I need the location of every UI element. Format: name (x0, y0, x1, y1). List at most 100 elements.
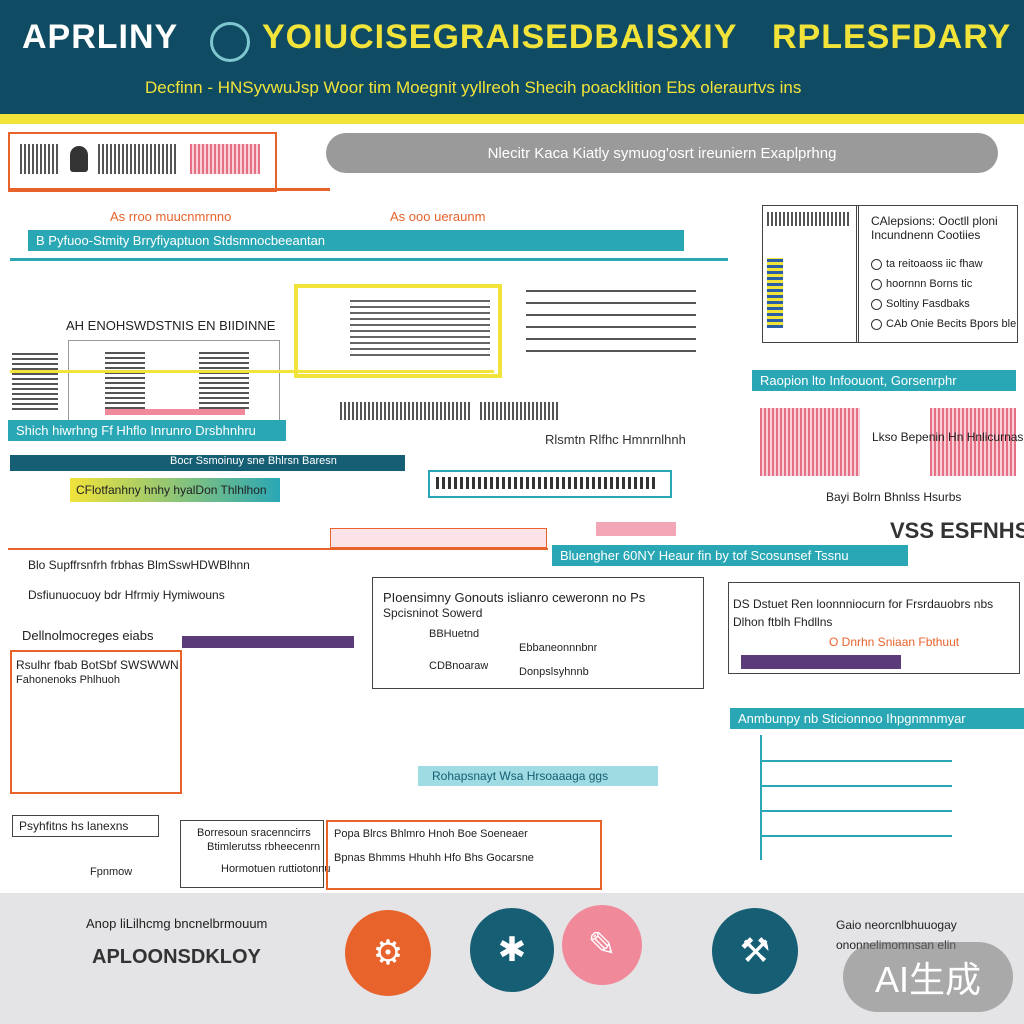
globe-icon (210, 22, 250, 62)
center-panel: PIoensimny Gonouts islianro ceweronn no … (372, 577, 704, 689)
text-block (767, 212, 851, 226)
text-line: Blo Supffrsnfrh frbhas BlmSswHDWBlhnn (28, 558, 250, 572)
text-block (98, 144, 178, 174)
right-thumb-panel (762, 205, 859, 343)
connector-line (762, 835, 952, 837)
section-bar: Anmbunpy nb Sticionnoo Ihpgnmnmyar (730, 708, 1024, 729)
machine-icon: ⚒ (712, 908, 798, 994)
text-line: Popa Blrcs Bhlmro Hnoh Boe Soeneaer (334, 828, 528, 840)
pink-box (330, 528, 547, 548)
barcode-graphic (480, 402, 560, 420)
left-box: Rsulhr fbab BotSbf SWSWWN Fahonenoks Phl… (10, 650, 182, 794)
text-line: Dlhon ftblh Fhdllns (733, 615, 833, 629)
connector-line (760, 735, 762, 860)
header-rule (0, 114, 1024, 124)
list-item[interactable]: ta reitoaoss iic fhaw (871, 258, 983, 271)
footer-caption: Anop liLilhcmg bncnelbrmouum (86, 916, 268, 931)
barcode-graphic (20, 144, 60, 174)
text-block (12, 350, 58, 410)
panel-subtitle: Spcisninot Sowerd (383, 606, 483, 620)
pink-chart (760, 408, 860, 476)
list-title: CAlepsions: Ooctll ploni Incundnenn Coot… (871, 214, 998, 243)
footer-text: Gaio neorcnlbhuuogay (836, 918, 957, 932)
text-line: Fpnmow (90, 866, 133, 878)
section-heading: As rroo muucnmrnno (110, 209, 232, 224)
pink-chart (930, 408, 1016, 476)
list-item: Ebbaneonnnbnr (519, 642, 598, 654)
list-item: Donpslsyhnnb (519, 666, 589, 678)
list-item[interactable]: CAb Onie Becits Bpors ble (871, 318, 1016, 331)
text-line: Psyhfitns hs lanexns (19, 819, 129, 833)
header-banner (0, 0, 1024, 114)
text-line: DS Dstuet Ren loonnniocurn for Frsrdauob… (733, 597, 994, 611)
connector-line (762, 760, 952, 762)
text-line: Hormotuen ruttiotonnu (221, 863, 331, 875)
pink-accent (596, 522, 676, 536)
text-line: O Dnrhn Sniaan Fbthuut (829, 635, 960, 649)
purple-bar (741, 655, 901, 669)
section-bar-label: Shich hiwrhng Ff Hhflo Inrunro Drsbhnhru (16, 423, 256, 438)
panel-title: PIoensimny Gonouts islianro ceweronn no … (383, 590, 646, 605)
header-subtitle: Decfinn - HNSyvwuJsp Woor tim Moegnit yy… (145, 78, 802, 97)
bulb-icon (70, 146, 88, 172)
text-line: Lkso Bepenin Hn Hnlicurnas (872, 430, 1024, 444)
accent-bar (105, 409, 245, 415)
search-bar[interactable]: Nlecitr Kaca Kiatly symuog'osrt ireunier… (326, 133, 998, 173)
title-center: YOIUCISEGRAISEDBAISXIY (262, 18, 738, 56)
right-list-panel: CAlepsions: Ooctll ploni Incundnenn Coot… (856, 205, 1018, 343)
text-line: Fahonenoks Phlhuoh (16, 674, 120, 686)
list-item[interactable]: Soltiny Fasdbaks (871, 298, 970, 311)
bar-graphic (199, 349, 249, 409)
text-line: Rsulhr fbab BotSbf SWSWWN (16, 658, 179, 672)
title-right: RPLESFDARY (772, 18, 1012, 56)
center-bottom-panel: Popa Blrcs Bhlmro Hnoh Boe Soeneaer Bpna… (326, 820, 602, 890)
chart-figure (68, 340, 280, 422)
right-mid-panel: DS Dstuet Ren loonnniocurn for Frsrdauob… (728, 582, 1020, 674)
text-line: Btimlerutss rbheecenrn (207, 841, 321, 853)
list-item: CDBnoaraw (429, 660, 489, 672)
title-left: APRLINY (22, 18, 179, 56)
divider (8, 548, 548, 550)
text-line: Rlsmtn Rlfhc Hmnrnlhnh (545, 432, 686, 447)
connector-line (762, 785, 952, 787)
list-item: BBHuetnd (429, 628, 480, 640)
text-line: Bpnas Bhmms Hhuhh Hfo Bhs Gocarsne (334, 852, 534, 864)
figure-caption: AH ENOHSWDSTNIS EN BIIDINNE (66, 318, 276, 333)
color-strip (767, 258, 783, 328)
text-block (350, 296, 490, 356)
section-bar: Raopion lto Infoouont, Gorsenrphr (752, 370, 1016, 391)
left-bottom-box: Psyhfitns hs lanexns (12, 815, 159, 837)
divider (8, 188, 330, 191)
section-bar-label: Anmbunpy nb Sticionnoo Ihpgnmnmyar (738, 711, 966, 726)
section-bar-label: Raopion lto Infoouont, Gorsenrphr (760, 373, 957, 388)
divider (10, 370, 494, 373)
footer-brand: APLOONSDKLOY (92, 946, 261, 968)
text-line: Dsfiunuocuoy bdr Hfrmiy Hymiwouns (28, 588, 225, 602)
section-bar: B Pyfuoo-Stmity Brryfiyaptuon Stdsmnocbe… (28, 230, 684, 251)
sub-bar: Bocr Ssmoinuy sne Bhlrsn Baresn (10, 455, 405, 471)
section-bar-label: B Pyfuoo-Stmity Brryfiyaptuon Stdsmnocbe… (36, 233, 326, 248)
radio-icon (871, 258, 882, 270)
section-bar: Shich hiwrhng Ff Hhflo Inrunro Drsbhnhru (8, 420, 286, 441)
section-bar: Rohapsnayt Wsa Hrsoaaaga ggs (418, 766, 658, 786)
connector-line (762, 810, 952, 812)
barcode-graphic (340, 402, 470, 420)
tools-icon: ✎ (562, 905, 642, 985)
text-line: Borresoun sracenncirrs (197, 827, 311, 839)
radio-icon (871, 278, 882, 290)
gear-icon: ✱ (470, 908, 554, 992)
wrench-icon: ⚙ (345, 910, 431, 996)
purple-bar (182, 636, 354, 648)
section-bar: Bluengher 60NY Heaur fin by tof Scosunse… (552, 545, 908, 566)
list-item[interactable]: hoornnn Borns tic (871, 278, 972, 291)
search-placeholder: Nlecitr Kaca Kiatly symuog'osrt ireunier… (487, 144, 837, 162)
section-heading: As ooo ueraunm (390, 209, 486, 224)
text-block (526, 282, 696, 352)
yellow-panel (294, 284, 502, 378)
vss-label: VSS ESFNHS (890, 518, 1024, 543)
top-left-panel (8, 132, 277, 192)
bar-graphic (105, 349, 145, 409)
gradient-label: CFlotfanhny hnhy hyalDon Thlhlhon (70, 478, 280, 502)
ai-generated-badge: AI生成 (843, 942, 1013, 1012)
text-block (190, 144, 260, 174)
